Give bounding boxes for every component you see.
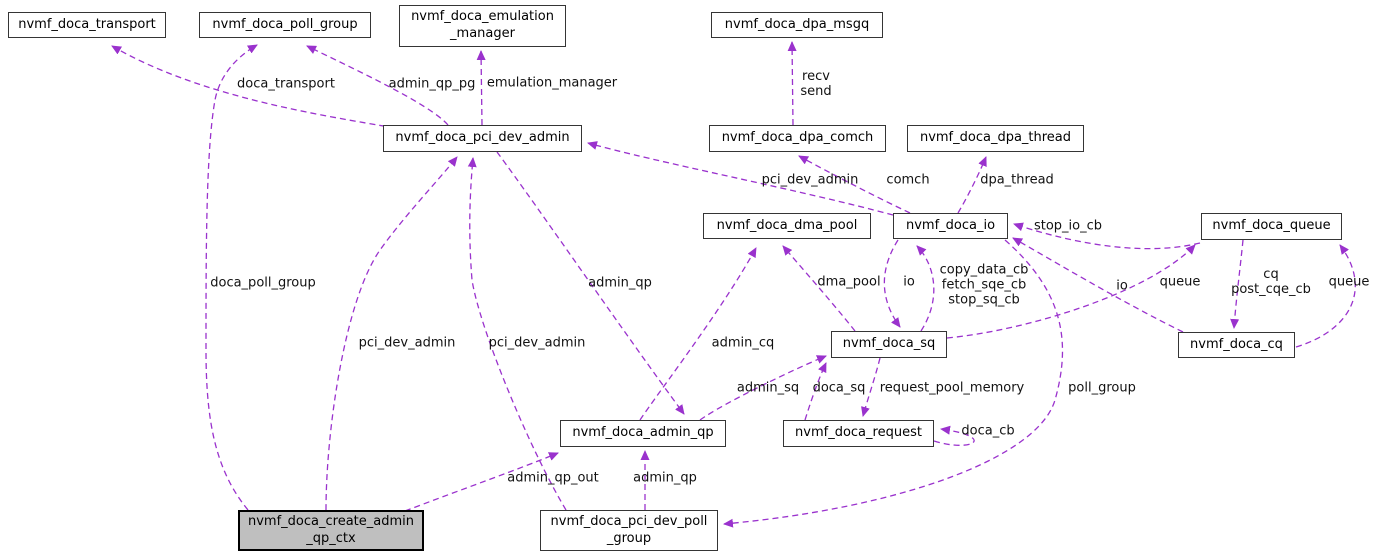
edge-sq-to-dma-pool xyxy=(782,245,856,332)
node-poll_group[interactable]: nvmf_doca_poll_group xyxy=(199,12,371,38)
edge-sq-to-request xyxy=(861,357,881,417)
node-sq[interactable]: nvmf_doca_sq xyxy=(831,331,947,358)
edge-cq-to-io xyxy=(1012,237,1184,333)
node-queue[interactable]: nvmf_doca_queue xyxy=(1201,213,1342,240)
edge-request-to-sq xyxy=(804,362,827,421)
edge-create-ctx-to-poll-group xyxy=(205,44,258,511)
edge-admin-qp-to-dma-pool xyxy=(639,247,757,421)
edge-queue-to-cq xyxy=(1230,239,1244,329)
node-transport[interactable]: nvmf_doca_transport xyxy=(8,12,166,38)
node-pci_dev_admin[interactable]: nvmf_doca_pci_dev_admin xyxy=(383,125,582,152)
edge-pci-dev-admin-to-admin-qp xyxy=(496,151,685,415)
node-admin_qp[interactable]: nvmf_doca_admin_qp xyxy=(560,420,726,447)
edge-request-doca-cb-loop xyxy=(933,425,975,446)
node-dma_pool[interactable]: nvmf_doca_dma_pool xyxy=(703,213,871,239)
node-request[interactable]: nvmf_doca_request xyxy=(783,420,934,447)
edge-pci-dev-admin-to-emulation-mgr xyxy=(476,50,486,126)
edge-sq-to-io-callbacks xyxy=(916,245,935,332)
edge-io-to-pci-dev-admin xyxy=(587,141,894,216)
edge-pci-dev-admin-to-transport xyxy=(111,45,396,129)
node-create_ctx[interactable]: nvmf_doca_create_admin _qp_ctx xyxy=(238,510,424,551)
node-emulation_manager[interactable]: nvmf_doca_emulation _manager xyxy=(399,5,566,47)
edge-create-ctx-to-pci-dev-admin xyxy=(325,156,458,511)
edge-io-to-sq xyxy=(883,239,901,328)
edge-pci-dev-admin-to-poll-group xyxy=(306,45,449,126)
node-dpa_thread[interactable]: nvmf_doca_dpa_thread xyxy=(907,125,1084,152)
edge-create-ctx-to-admin-qp xyxy=(404,452,559,512)
edge-io-to-dpa-thread xyxy=(957,156,987,214)
node-dpa_msgq[interactable]: nvmf_doca_dpa_msgq xyxy=(711,12,883,38)
edge-io-to-dpa-comch xyxy=(798,155,911,214)
edge-dpa-comch-to-dpa-msgq xyxy=(787,41,797,126)
edge-cq-to-queue xyxy=(1295,244,1356,348)
edge-admin-qp-to-sq xyxy=(699,355,827,421)
node-io[interactable]: nvmf_doca_io xyxy=(893,213,1008,239)
edge-queue-to-io-stop-cb xyxy=(1013,222,1201,250)
node-cq[interactable]: nvmf_doca_cq xyxy=(1178,332,1295,358)
edge-io-to-pci-dev-poll-group xyxy=(723,239,1064,528)
node-dpa_comch[interactable]: nvmf_doca_dpa_comch xyxy=(709,125,886,152)
node-pci_dev_poll_group[interactable]: nvmf_doca_pci_dev_poll _group xyxy=(540,510,718,551)
edge-sq-to-queue xyxy=(946,244,1196,339)
edge-pci-dev-poll-grp-to-pci-admin xyxy=(467,157,567,511)
